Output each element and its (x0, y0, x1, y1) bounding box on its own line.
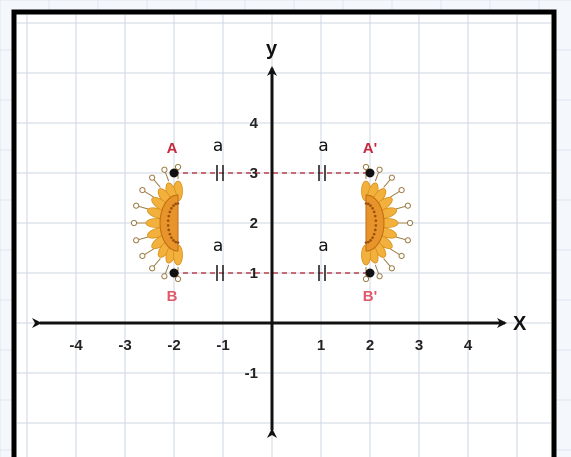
point-marker (365, 268, 375, 278)
y-tick-label: -1 (245, 365, 258, 382)
x-tick-label: -2 (167, 337, 180, 354)
y-tick-labels: 4 3 2 1 -1 (245, 115, 259, 382)
x-tick-label: -4 (69, 337, 83, 354)
point-label: A (167, 140, 178, 157)
sunflower-left-icon (130, 163, 183, 283)
point-label: B (167, 288, 178, 305)
point-marker (169, 268, 179, 278)
y-axis-label: y (266, 38, 278, 60)
x-tick-label: 3 (415, 337, 423, 354)
x-tick-label: 1 (317, 337, 325, 354)
x-tick-label: 2 (366, 337, 374, 354)
point-label: B' (363, 288, 377, 305)
x-tick-label: -3 (118, 337, 131, 354)
y-tick-label: 2 (250, 215, 258, 232)
x-axis-label: X (513, 313, 527, 335)
y-tick-label: 3 (250, 165, 258, 182)
distance-label: a (213, 136, 223, 156)
frame (11, 9, 557, 457)
point-labels: A B A' B' (167, 140, 378, 305)
x-tick-label: -1 (216, 337, 229, 354)
distance-label: a (213, 236, 223, 256)
inner-grid (17, 15, 551, 457)
distance-label: a (318, 136, 328, 156)
x-tick-label: 4 (464, 337, 473, 354)
point-marker (365, 168, 375, 178)
point-marker (169, 168, 179, 178)
y-tick-label: 1 (250, 265, 258, 282)
points (169, 168, 375, 278)
equal-length-marks (216, 165, 326, 281)
sunflower-right-icon (361, 163, 414, 283)
y-tick-label: 4 (250, 115, 259, 132)
distance-label: a (318, 236, 328, 256)
distance-labels: a a a a (213, 136, 329, 256)
x-tick-labels: -4 -3 -2 -1 1 2 3 4 (69, 337, 473, 354)
point-label: A' (363, 140, 377, 157)
